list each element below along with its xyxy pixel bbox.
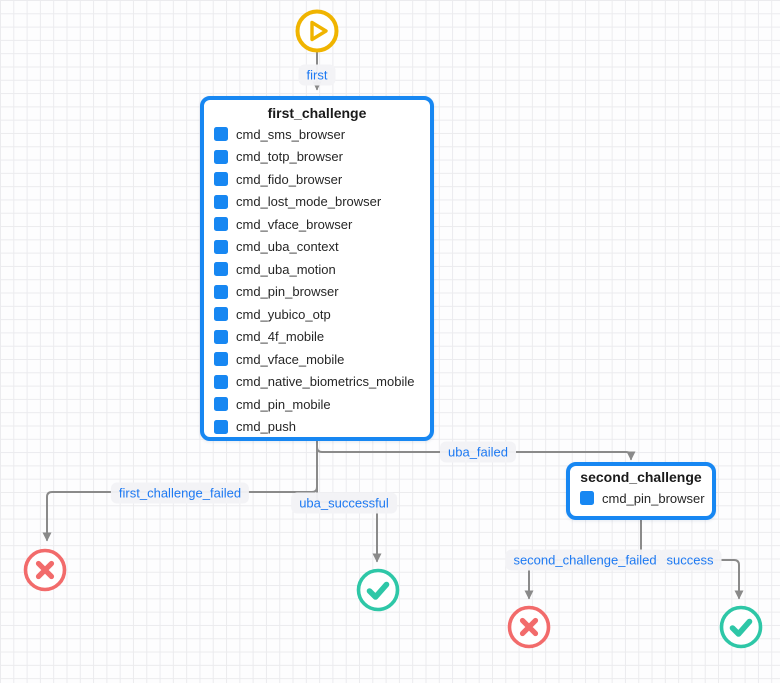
command-label: cmd_fido_browser (236, 171, 343, 187)
edge-label-uba-successful[interactable]: uba_successful (291, 492, 397, 514)
edge-label-first-challenge-failed[interactable]: first_challenge_failed (110, 482, 250, 504)
command-label: cmd_lost_mode_browser (236, 194, 382, 210)
command-icon (214, 149, 228, 164)
node-second-challenge[interactable]: second_challenge cmd_pin_browser (566, 462, 716, 520)
start-node[interactable] (294, 8, 340, 54)
command-icon (214, 374, 228, 389)
success-node-uba-successful[interactable] (355, 567, 401, 613)
command-icon (580, 491, 594, 506)
command-label: cmd_push (236, 419, 296, 435)
command-icon (214, 262, 228, 277)
x-circle-icon (507, 605, 551, 649)
challenge-item[interactable]: cmd_uba_context (204, 236, 430, 259)
command-icon (214, 397, 228, 412)
command-icon (214, 329, 228, 344)
command-icon (214, 172, 228, 187)
command-label: cmd_yubico_otp (236, 306, 331, 322)
command-icon (214, 239, 228, 254)
command-label: cmd_pin_mobile (236, 396, 331, 412)
fail-node-second-challenge[interactable] (506, 604, 552, 650)
challenge-item[interactable]: cmd_yubico_otp (204, 303, 430, 326)
command-icon (214, 284, 228, 299)
challenge-item[interactable]: cmd_4f_mobile (204, 326, 430, 349)
challenge-item[interactable]: cmd_pin_browser (570, 487, 712, 510)
command-label: cmd_uba_motion (236, 261, 336, 277)
challenge-item[interactable]: cmd_pin_browser (204, 281, 430, 304)
command-label: cmd_vface_mobile (236, 351, 345, 367)
command-icon (214, 194, 228, 209)
challenge-item[interactable]: cmd_vface_mobile (204, 348, 430, 371)
challenge-item[interactable]: cmd_vface_browser (204, 213, 430, 236)
x-circle-icon (23, 548, 67, 592)
edge-label-success[interactable]: success (658, 549, 722, 571)
command-icon (214, 127, 228, 142)
node-first-challenge[interactable]: first_challenge cmd_sms_browser cmd_totp… (200, 96, 434, 441)
fail-node-first-challenge[interactable] (22, 547, 68, 593)
challenge-item[interactable]: cmd_fido_browser (204, 168, 430, 191)
command-label: cmd_4f_mobile (236, 329, 325, 345)
command-label: cmd_vface_browser (236, 216, 353, 232)
challenge-item[interactable]: cmd_sms_browser (204, 123, 430, 146)
command-label: cmd_native_biometrics_mobile (236, 374, 415, 390)
command-icon (214, 419, 228, 434)
challenge-item[interactable]: cmd_lost_mode_browser (204, 191, 430, 214)
command-icon (214, 217, 228, 232)
node-title: second_challenge (580, 469, 702, 485)
command-list: cmd_pin_browser (570, 487, 712, 510)
check-circle-icon (719, 605, 763, 649)
node-title: first_challenge (267, 105, 367, 121)
edge-label-second-challenge-failed[interactable]: second_challenge_failed (505, 549, 665, 571)
command-label: cmd_sms_browser (236, 126, 346, 142)
command-icon (214, 352, 228, 367)
command-icon (214, 307, 228, 322)
play-icon (295, 9, 339, 53)
edge-label-first[interactable]: first (298, 64, 336, 86)
edge-label-uba-failed[interactable]: uba_failed (440, 441, 516, 463)
command-label: cmd_totp_browser (236, 149, 343, 165)
check-circle-icon (356, 568, 400, 612)
command-label: cmd_pin_browser (602, 490, 705, 506)
challenge-item[interactable]: cmd_totp_browser (204, 146, 430, 169)
challenge-item[interactable]: cmd_uba_motion (204, 258, 430, 281)
command-list: cmd_sms_browser cmd_totp_browser cmd_fid… (204, 123, 430, 438)
success-node-final[interactable] (718, 604, 764, 650)
challenge-item[interactable]: cmd_push (204, 416, 430, 439)
challenge-item[interactable]: cmd_native_biometrics_mobile (204, 371, 430, 394)
command-label: cmd_pin_browser (236, 284, 339, 300)
command-label: cmd_uba_context (236, 239, 339, 255)
challenge-item[interactable]: cmd_pin_mobile (204, 393, 430, 416)
